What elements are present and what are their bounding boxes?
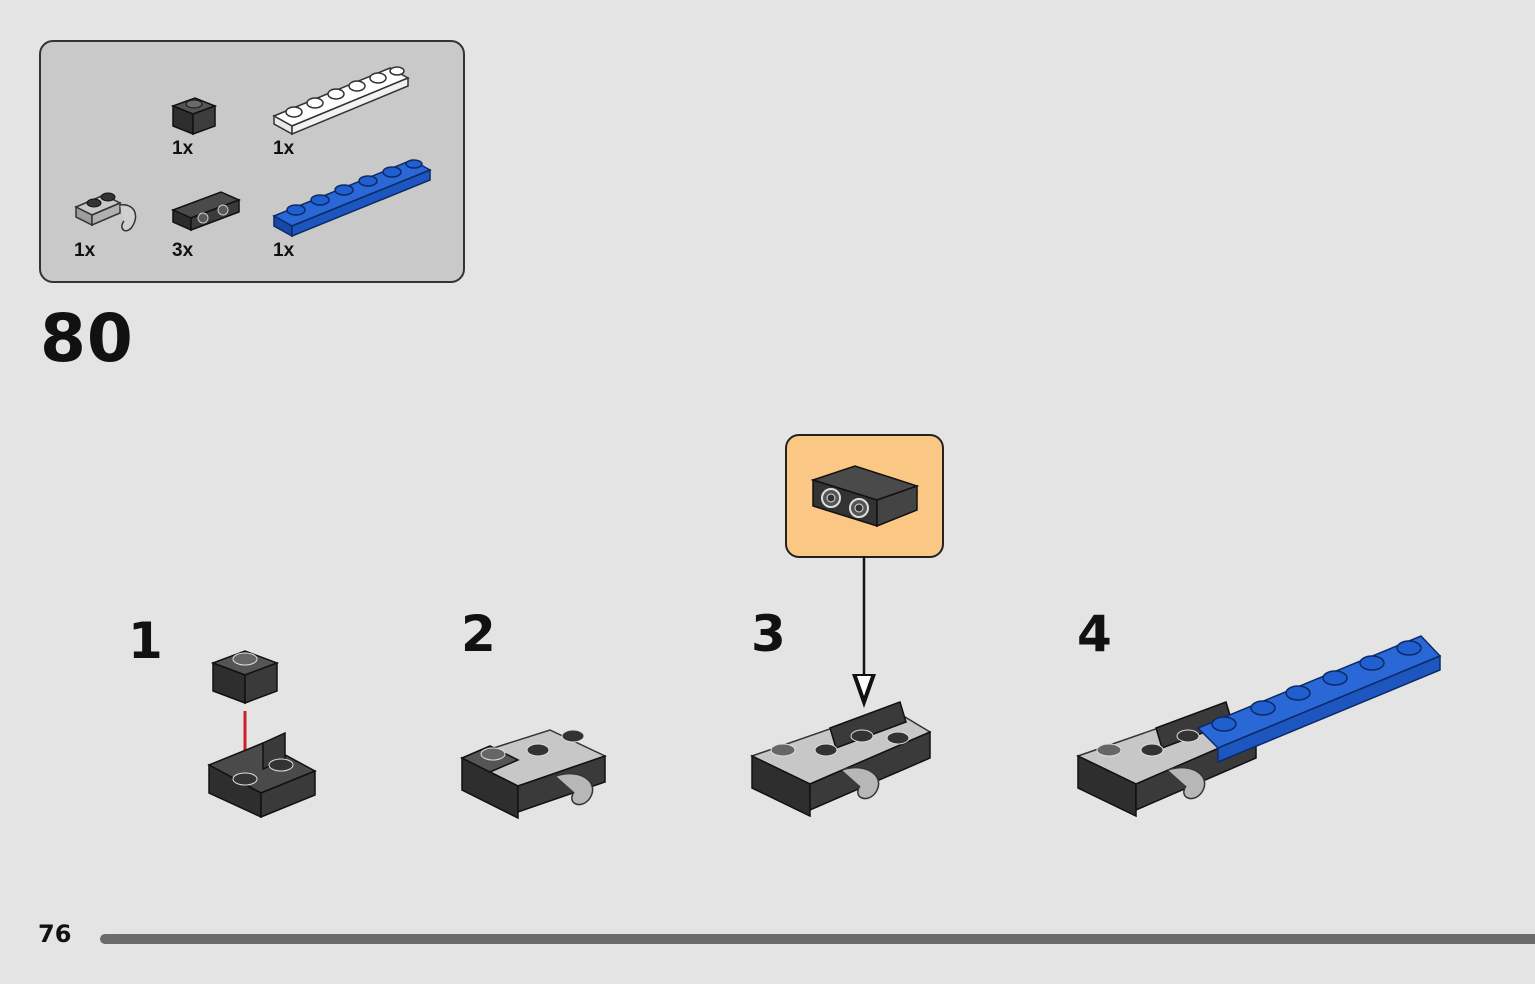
bracket-1x2-dark-gray-icon xyxy=(171,191,241,232)
part-qty: 1x xyxy=(74,240,96,261)
progress-bar xyxy=(100,934,1535,944)
step-number: 80 xyxy=(40,300,134,377)
substep-4-illustration xyxy=(1076,635,1442,818)
callout-arrow xyxy=(852,556,876,708)
substep-number: 3 xyxy=(751,605,786,663)
substep-2-illustration xyxy=(460,729,607,820)
page-number: 76 xyxy=(38,920,72,948)
substep-number: 4 xyxy=(1077,605,1112,663)
plate-1x6-white-icon xyxy=(272,66,410,136)
part-qty: 1x xyxy=(273,240,295,261)
callout-box xyxy=(785,434,944,558)
part-qty: 1x xyxy=(172,138,194,159)
substep-number: 2 xyxy=(461,605,496,663)
brick-1x1-dark-gray-icon xyxy=(170,97,218,136)
part-qty: 1x xyxy=(273,138,295,159)
parts-list-panel: 1x 1x 1x 3x xyxy=(39,40,465,283)
substep-number: 1 xyxy=(128,612,163,670)
part-qty: 3x xyxy=(172,240,194,261)
substep-1-illustration xyxy=(207,650,317,819)
bracket-clip-light-gray-icon xyxy=(74,192,137,232)
bracket-1x2-dark-gray-icon xyxy=(810,465,920,528)
substep-3-illustration xyxy=(750,701,932,818)
bracket-1x2-dark-gray-icon xyxy=(207,731,317,819)
brick-1x1-dark-gray-icon xyxy=(210,650,280,705)
plate-1x6-blue-icon xyxy=(272,159,432,238)
